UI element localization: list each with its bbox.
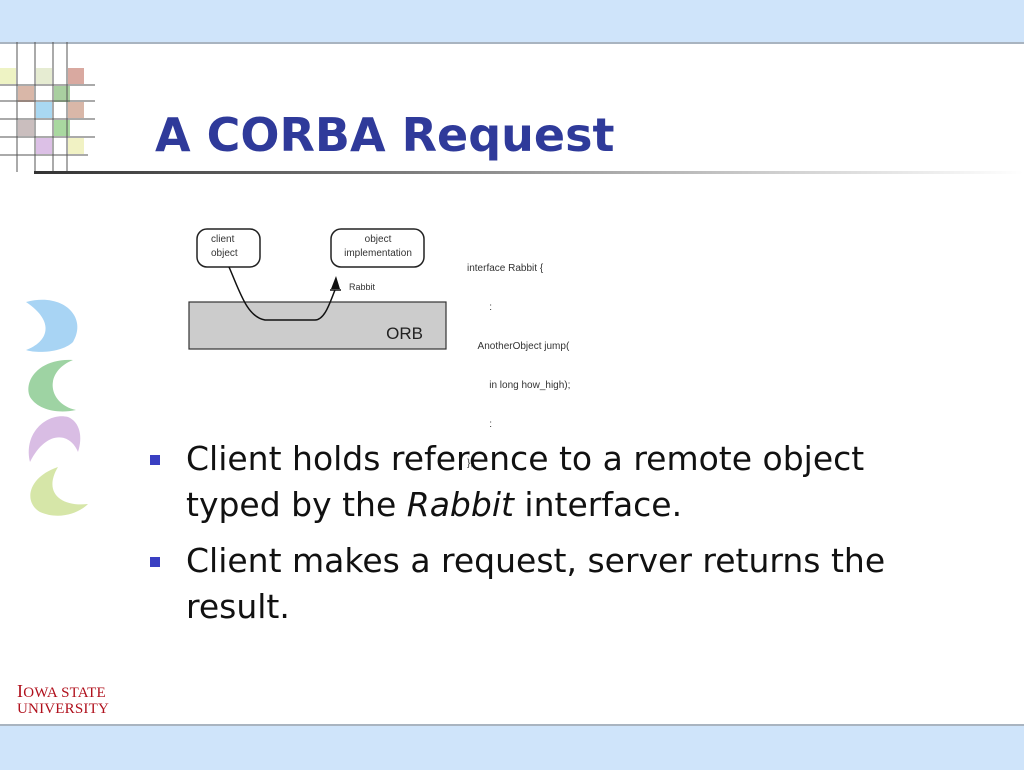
bullet-item: Client makes a request, server returns t… — [150, 538, 950, 630]
code-line: }; — [467, 458, 474, 469]
request-path — [228, 266, 336, 321]
client-object-box — [196, 228, 261, 268]
idl-code: interface Rabbit { : AnotherObject jump(… — [467, 236, 570, 483]
logo-line2: UNIVERSITY — [17, 701, 109, 717]
grid-cell — [18, 86, 34, 102]
bullet-text: Client holds reference to a remote objec… — [186, 439, 865, 524]
object-implementation-box — [330, 228, 425, 268]
code-line: AnotherObject jump( — [467, 341, 570, 352]
crescent-decoration — [26, 299, 89, 516]
bullet-square-icon — [150, 455, 160, 465]
grid-cell — [68, 102, 84, 118]
crescent-green — [28, 359, 76, 412]
orb-label: ORB — [386, 324, 423, 343]
grid-cell — [18, 120, 34, 136]
request-arrowhead — [331, 276, 340, 289]
grid-cell — [68, 138, 84, 154]
grid-decoration — [0, 42, 95, 172]
grid-cell — [68, 68, 84, 84]
slide-title: A CORBA Request — [155, 108, 615, 162]
client-label-line2: object — [211, 248, 238, 259]
client-label-line1: client — [211, 234, 235, 245]
bullet-emphasis: Rabbit — [406, 485, 514, 524]
bullet-square-icon — [150, 557, 160, 567]
grid-cell — [54, 120, 70, 136]
code-line: : — [467, 302, 493, 313]
crescent-yellow — [30, 467, 89, 516]
crescent-purple — [28, 416, 81, 462]
grid-cell — [36, 102, 52, 118]
university-logo: IOWA STATE UNIVERSITY — [17, 681, 109, 717]
grid-cell — [36, 68, 52, 84]
top-band — [0, 0, 1024, 44]
grid-cell — [36, 138, 52, 154]
corba-diagram: ORB client object object implementation … — [188, 228, 447, 350]
logo-line1: IOWA STATE — [17, 681, 106, 701]
title-underline — [34, 171, 1024, 174]
orb-box — [188, 301, 447, 350]
bullet-list: Client holds reference to a remote objec… — [150, 436, 950, 640]
code-line: in long how_high); — [467, 380, 571, 391]
grid-cell — [54, 86, 70, 102]
impl-label-line2: implementation — [344, 248, 412, 259]
bullet-text: Client makes a request, server returns t… — [186, 541, 886, 626]
code-line: interface Rabbit { — [467, 263, 544, 274]
bullet-item: Client holds reference to a remote objec… — [150, 436, 950, 528]
stub-label: Rabbit — [349, 282, 376, 292]
bullet-text-end: interface. — [513, 485, 683, 524]
code-line: : — [467, 419, 493, 430]
bottom-band — [0, 724, 1024, 770]
impl-label-line1: object — [365, 234, 392, 245]
crescent-blue — [26, 299, 78, 352]
grid-cell — [0, 68, 16, 84]
